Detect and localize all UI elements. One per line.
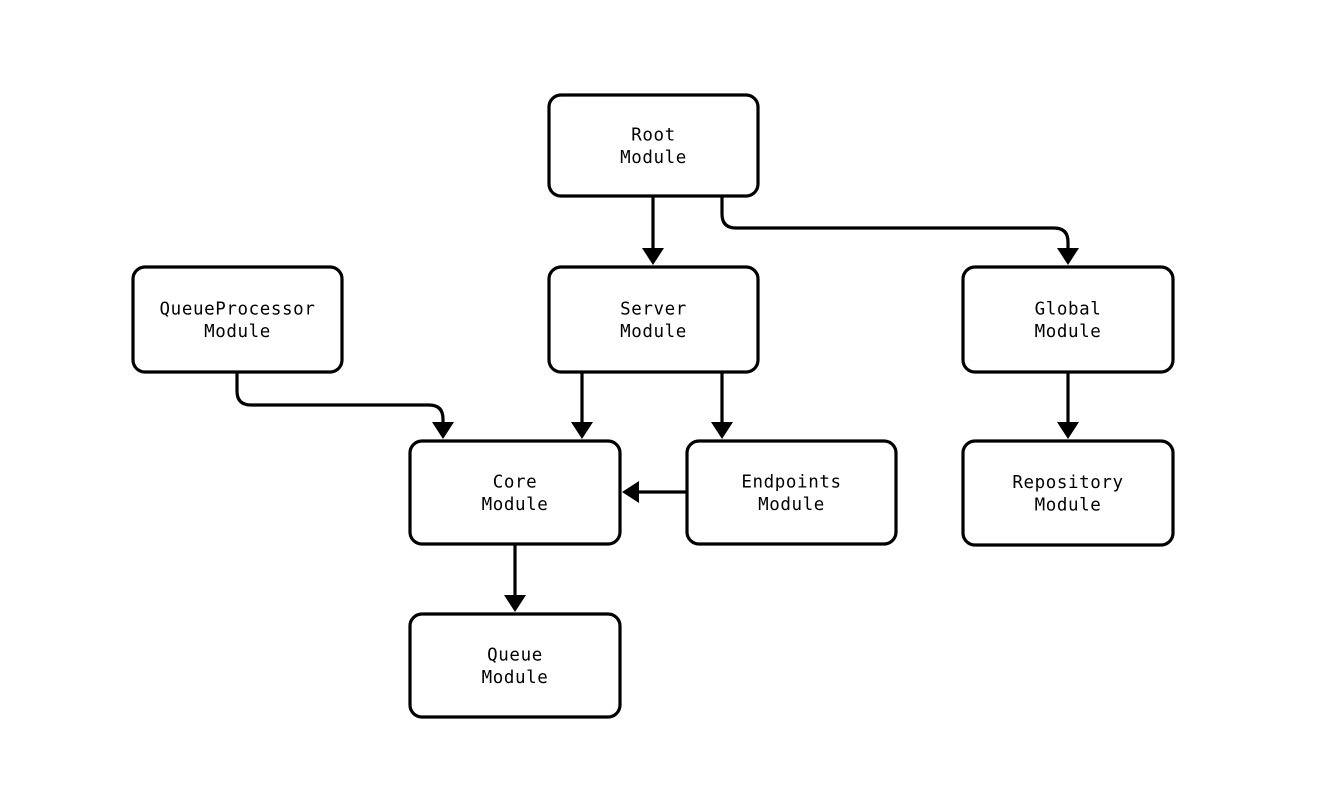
node-label-suffix: Module — [620, 148, 687, 168]
edge-root-global — [720, 196, 1079, 265]
node-label-name: QueueProcessor — [160, 299, 316, 319]
arrowhead-icon — [1057, 422, 1079, 439]
edge-root-server — [642, 196, 664, 265]
node-shape[interactable] — [685, 439, 898, 546]
node-layer: RootModuleQueueProcessorModuleServerModu… — [131, 93, 1175, 719]
edge-endpoints-core — [622, 481, 687, 503]
arrowhead-icon — [571, 422, 593, 439]
edge-line — [235, 372, 445, 426]
arrowhead-icon — [504, 595, 526, 612]
node-label-suffix: Module — [1035, 322, 1102, 342]
node-shape[interactable] — [408, 612, 622, 719]
arrowhead-icon — [711, 422, 733, 439]
node-label-name: Endpoints — [741, 472, 841, 492]
node-shape[interactable] — [131, 265, 344, 374]
edge-global-repository — [1057, 372, 1079, 439]
node-label-name: Server — [620, 299, 687, 319]
node-label-name: Repository — [1012, 473, 1123, 493]
edge-core-queue — [504, 544, 526, 612]
node-label-suffix: Module — [620, 322, 687, 342]
node-shape[interactable] — [547, 93, 760, 198]
arrowhead-icon — [432, 422, 454, 439]
edge-server-core — [571, 372, 593, 439]
node-label-name: Core — [493, 472, 538, 492]
edge-line — [720, 196, 1070, 252]
node-shape[interactable] — [961, 439, 1175, 547]
node-label-suffix: Module — [1035, 495, 1102, 515]
arrowhead-icon — [642, 248, 664, 265]
node-label-suffix: Module — [482, 495, 549, 515]
node-shape[interactable] — [961, 265, 1175, 374]
edge-queueprocessor-core — [235, 372, 454, 439]
node-shape[interactable] — [408, 439, 622, 546]
arrowhead-icon — [622, 481, 639, 503]
node-label-name: Queue — [487, 645, 543, 665]
node-label-suffix: Module — [482, 668, 549, 688]
node-label-name: Global — [1035, 299, 1102, 319]
arrowhead-icon — [1057, 248, 1079, 265]
edge-server-endpoints — [711, 372, 733, 439]
node-label-suffix: Module — [758, 495, 825, 515]
node-shape[interactable] — [547, 265, 760, 374]
node-label-suffix: Module — [204, 322, 271, 342]
edge-layer — [235, 196, 1079, 612]
node-label-name: Root — [631, 125, 676, 145]
